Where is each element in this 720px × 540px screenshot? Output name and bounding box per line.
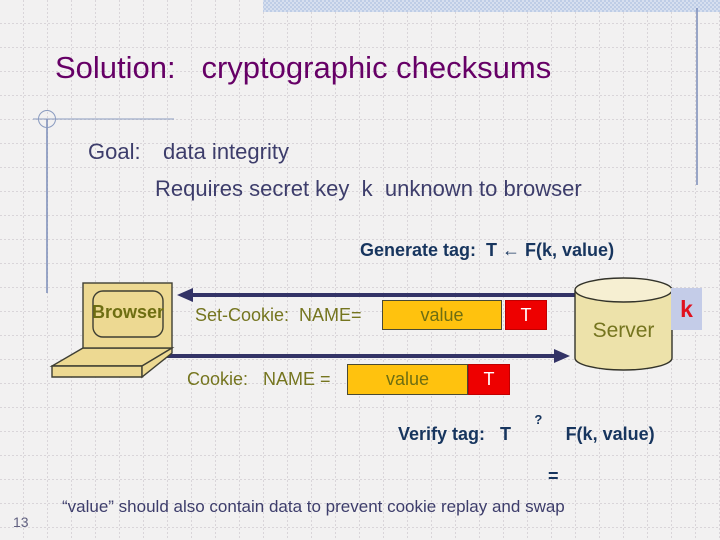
question-mark: ? xyxy=(534,412,543,427)
page-number: 13 xyxy=(13,514,29,530)
set-cookie-label: Set-Cookie: NAME= xyxy=(195,305,362,325)
set-cookie-value-box: value xyxy=(382,300,502,330)
arrow-server-to-browser xyxy=(177,288,576,302)
set-cookie-tag-box: T xyxy=(505,300,547,330)
cookie-label: Cookie: NAME = xyxy=(187,369,331,389)
equals-sign: = xyxy=(548,466,559,486)
slide-title: Solution: cryptographic checksums xyxy=(55,50,552,85)
secret-key-badge: k xyxy=(671,288,702,330)
laptop-icon xyxy=(49,282,175,379)
goal-text: data integrity xyxy=(163,139,289,164)
top-band-decoration xyxy=(263,0,720,12)
footnote-text: “value” should also contain data to prev… xyxy=(62,497,565,516)
verify-tag-formula: Verify tag: T ? = F(k, value) xyxy=(398,412,655,508)
questioned-equals: ? = xyxy=(518,412,559,508)
verify-tag-rhs: F(k, value) xyxy=(565,424,655,444)
cookie-value-box: value xyxy=(347,364,468,395)
ornament-compass-circle xyxy=(38,110,56,128)
browser-label: Browser xyxy=(91,302,165,322)
goal-label: Goal: xyxy=(88,139,141,164)
server-cylinder-icon xyxy=(574,277,673,371)
requires-secret-key-text: Requires secret key k unknown to browser xyxy=(155,176,582,201)
server-label: Server xyxy=(592,319,655,342)
cookie-tag-box: T xyxy=(468,364,510,395)
generate-tag-formula: Generate tag: T ← F(k, value) xyxy=(360,240,615,260)
verify-tag-prefix: Verify tag: T xyxy=(398,424,512,444)
arrow-browser-to-server xyxy=(166,349,570,363)
